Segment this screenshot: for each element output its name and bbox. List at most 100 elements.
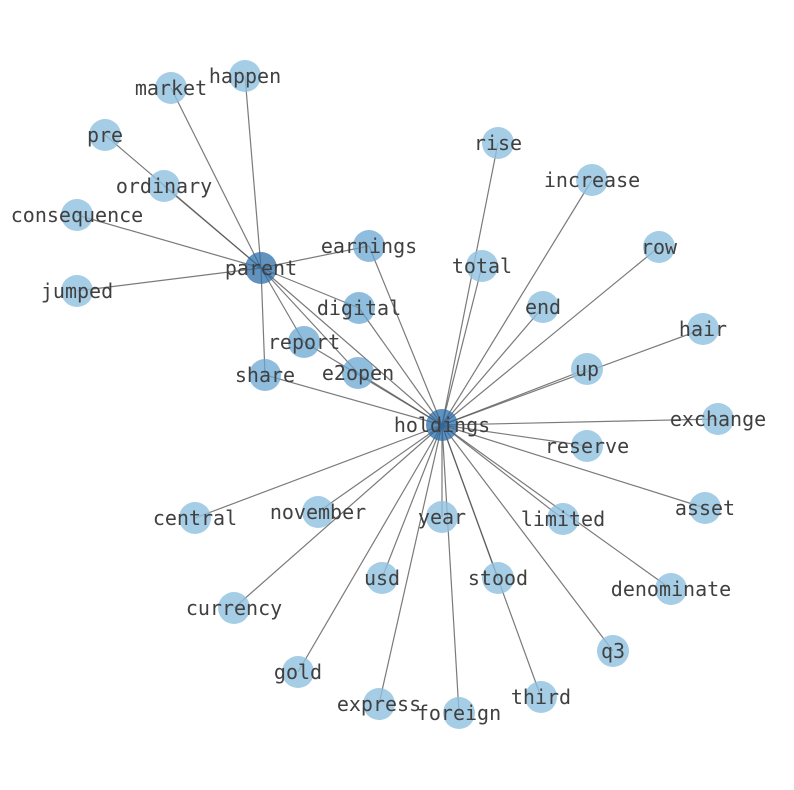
node-market bbox=[155, 72, 187, 104]
edge-holdings-up bbox=[441, 368, 588, 426]
node-central bbox=[179, 502, 211, 534]
edge-layer bbox=[76, 75, 719, 714]
node-label-ordinary: ordinary bbox=[116, 174, 212, 198]
node-digital bbox=[343, 292, 375, 324]
node-label-total: total bbox=[452, 254, 512, 278]
node-label-holdings: holdings bbox=[394, 413, 490, 437]
node-label-up: up bbox=[575, 357, 599, 381]
node-row bbox=[643, 231, 675, 263]
node-express bbox=[363, 688, 395, 720]
edge-parent-share bbox=[260, 267, 266, 376]
edge-holdings-total bbox=[441, 265, 483, 426]
edge-holdings-rise bbox=[441, 142, 499, 426]
node-label-asset: asset bbox=[675, 496, 735, 520]
edge-holdings-share bbox=[264, 374, 443, 426]
node-usd bbox=[366, 562, 398, 594]
edge-holdings-hair bbox=[441, 328, 704, 426]
edge-holdings-foreign bbox=[441, 424, 460, 714]
edge-holdings-asset bbox=[441, 424, 706, 509]
edge-parent-e2open bbox=[260, 267, 359, 374]
node-parent bbox=[245, 252, 277, 284]
node-total bbox=[466, 250, 498, 282]
edge-holdings-usd bbox=[381, 424, 443, 579]
node-label-rise: rise bbox=[474, 131, 522, 155]
edge-parent-market bbox=[170, 87, 262, 269]
edge-parent-consequence bbox=[76, 214, 262, 269]
edge-parent-earnings bbox=[260, 245, 370, 269]
edge-holdings-end bbox=[441, 306, 544, 426]
node-label-happen: happen bbox=[209, 64, 281, 88]
node-earnings bbox=[353, 230, 385, 262]
node-report bbox=[288, 326, 320, 358]
node-year bbox=[426, 501, 458, 533]
node-november bbox=[302, 496, 334, 528]
node-up bbox=[571, 353, 603, 385]
node-label-exchange: exchange bbox=[670, 407, 766, 431]
edge-parent-jumped bbox=[76, 267, 262, 292]
node-label-limited: limited bbox=[521, 507, 605, 531]
node-currency bbox=[218, 592, 250, 624]
node-share bbox=[249, 359, 281, 391]
edge-parent-digital bbox=[260, 267, 360, 309]
node-label-earnings: earnings bbox=[321, 234, 417, 258]
edge-holdings-limited bbox=[441, 424, 564, 520]
node-label-pre: pre bbox=[87, 123, 123, 147]
edge-holdings-e2open bbox=[357, 372, 443, 426]
node-label-currency: currency bbox=[186, 596, 282, 620]
node-label-end: end bbox=[525, 295, 561, 319]
edge-holdings-currency bbox=[233, 424, 443, 609]
edge-holdings-digital bbox=[358, 307, 443, 426]
node-label-share: share bbox=[235, 363, 295, 387]
node-label-consequence: consequence bbox=[11, 203, 143, 227]
edge-holdings-central bbox=[194, 424, 443, 519]
edge-holdings-exchange bbox=[441, 418, 719, 426]
node-label-denominate: denominate bbox=[611, 577, 731, 601]
node-denominate bbox=[655, 573, 687, 605]
node-label-third: third bbox=[511, 685, 571, 709]
edge-holdings-november bbox=[317, 424, 443, 513]
edge-parent-ordinary bbox=[163, 185, 262, 269]
node-label-express: express bbox=[337, 692, 421, 716]
edge-parent-holdings bbox=[260, 267, 443, 426]
node-label-usd: usd bbox=[364, 566, 400, 590]
edge-holdings-q3 bbox=[441, 424, 614, 652]
node-happen bbox=[229, 60, 261, 92]
node-label-report: report bbox=[268, 330, 340, 354]
edge-holdings-row bbox=[441, 246, 660, 426]
node-label-jumped: jumped bbox=[41, 279, 113, 303]
edge-holdings-express bbox=[378, 424, 443, 705]
node-label-reserve: reserve bbox=[545, 434, 629, 458]
edge-holdings-reserve bbox=[441, 424, 588, 447]
edge-holdings-gold bbox=[297, 424, 443, 673]
node-asset bbox=[689, 492, 721, 524]
node-label-q3: q3 bbox=[601, 639, 625, 663]
node-layer: holdingsparenthappenmarketpreordinarycon… bbox=[11, 60, 766, 729]
node-hair bbox=[687, 313, 719, 345]
node-label-gold: gold bbox=[274, 660, 322, 684]
edge-holdings-earnings bbox=[368, 245, 443, 426]
node-label-hair: hair bbox=[679, 317, 727, 341]
node-gold bbox=[282, 656, 314, 688]
node-exchange bbox=[702, 403, 734, 435]
edge-holdings-third bbox=[441, 424, 542, 698]
edge-holdings-increase bbox=[441, 179, 593, 426]
node-label-digital: digital bbox=[317, 296, 401, 320]
node-label-november: november bbox=[270, 500, 366, 524]
node-label-market: market bbox=[135, 76, 207, 100]
node-pre bbox=[89, 119, 121, 151]
node-end bbox=[527, 291, 559, 323]
node-label-row: row bbox=[641, 235, 678, 259]
node-label-year: year bbox=[418, 505, 466, 529]
node-holdings bbox=[426, 409, 458, 441]
node-label-e2open: e2open bbox=[322, 361, 394, 385]
node-label-stood: stood bbox=[468, 566, 528, 590]
node-limited bbox=[547, 503, 579, 535]
node-increase bbox=[576, 164, 608, 196]
edge-parent-happen bbox=[244, 75, 262, 269]
node-third bbox=[525, 681, 557, 713]
node-consequence bbox=[61, 199, 93, 231]
node-jumped bbox=[61, 275, 93, 307]
node-stood bbox=[482, 562, 514, 594]
node-reserve bbox=[571, 430, 603, 462]
node-label-central: central bbox=[153, 506, 237, 530]
